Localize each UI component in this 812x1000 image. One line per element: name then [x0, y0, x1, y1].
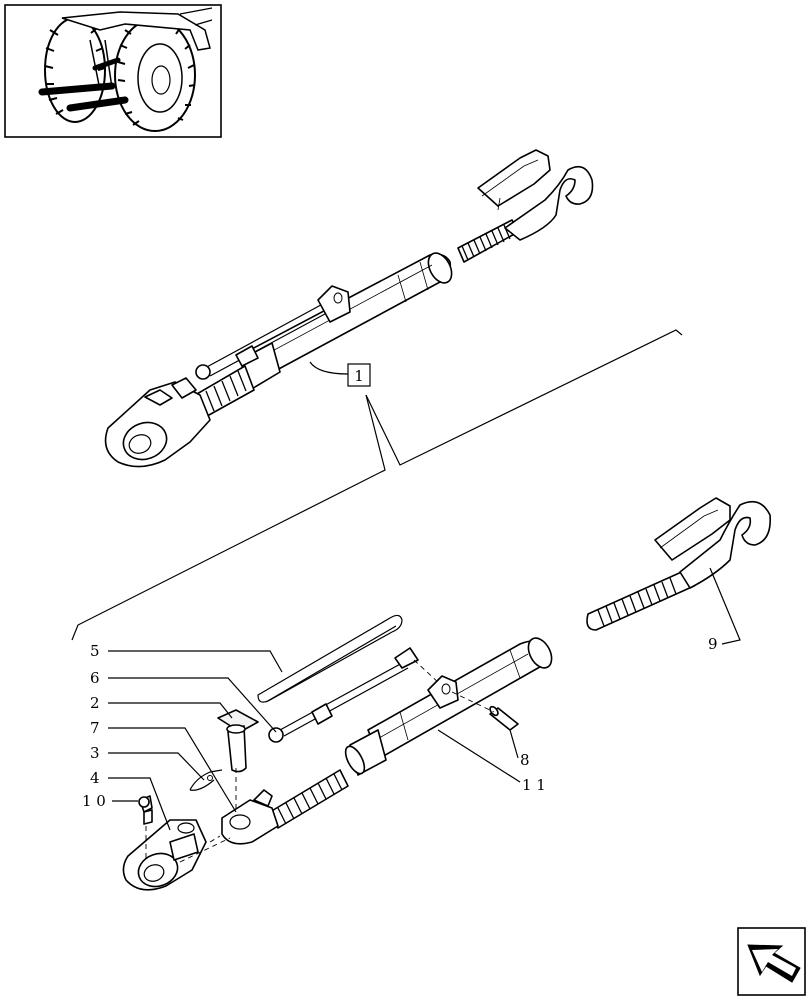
callout-9: 9 — [708, 635, 718, 653]
tractor-thumbnail-icon[interactable] — [4, 4, 222, 138]
callout-7: 7 — [90, 719, 100, 737]
part-2-pin — [217, 709, 259, 773]
callout-8: 8 — [520, 751, 530, 769]
part-7-eye-end — [221, 769, 349, 845]
callout-labels: 5 6 2 7 3 4 1 0 9 8 1 1 — [82, 635, 718, 810]
callout-3: 3 — [90, 744, 100, 762]
next-page-arrow-icon[interactable] — [737, 927, 806, 996]
part-11-barrel — [344, 637, 553, 776]
callout-leaders — [108, 567, 741, 831]
part-6-handle — [268, 647, 419, 743]
explode-bracket — [71, 329, 683, 641]
part-5-wire-clip — [257, 614, 403, 703]
assembly-ref-label: 1 — [354, 367, 364, 385]
part-4-clevis — [122, 819, 207, 891]
assembly-reference-1: 1 — [309, 361, 371, 387]
part-10-grease-nipple — [138, 795, 153, 825]
callout-2: 2 — [90, 694, 100, 712]
part-8-pin — [489, 705, 519, 731]
callout-4: 4 — [90, 769, 100, 787]
callout-10: 1 0 — [82, 792, 106, 810]
top-link-assembly — [104, 149, 594, 468]
part-9-hook-end — [586, 497, 772, 631]
callout-6: 6 — [90, 669, 100, 687]
assembly-dash-lines — [145, 659, 495, 863]
part-3-r-clip — [189, 769, 223, 791]
callout-11: 1 1 — [522, 776, 546, 794]
callout-5: 5 — [90, 642, 100, 660]
